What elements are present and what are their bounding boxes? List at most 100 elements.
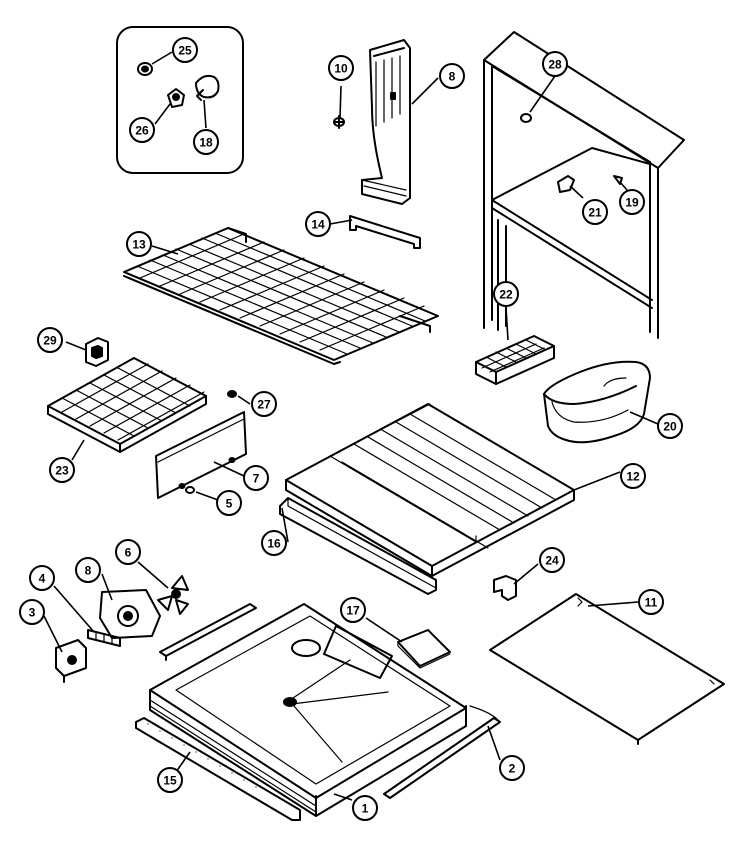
callout-circle	[49, 457, 75, 483]
wire-shelf	[123, 227, 439, 365]
callout-16: 16	[261, 530, 287, 556]
callout-20: 20	[657, 413, 683, 439]
motor-part	[55, 639, 87, 683]
callout-11: 11	[638, 589, 664, 615]
callout-circle	[620, 463, 646, 489]
right-side-rail	[383, 705, 501, 799]
callout-23: 23	[49, 457, 75, 483]
callout-circle	[126, 231, 152, 257]
callout-19: 19	[619, 189, 645, 215]
callout-number: 27	[257, 398, 271, 412]
callout-22: 22	[493, 281, 519, 307]
callout-circle	[352, 795, 378, 821]
drain-cover-plate	[397, 629, 451, 669]
shelf-trim	[279, 497, 437, 595]
callout-number: 10	[334, 62, 348, 76]
leader-lines	[43, 51, 659, 801]
flat-panel	[489, 593, 725, 745]
callout-number: 21	[588, 206, 602, 220]
callout-8: 8	[75, 557, 101, 583]
callout-number: 4	[39, 572, 46, 586]
callout-circle	[542, 51, 568, 77]
callout-3: 3	[19, 599, 45, 625]
callout-number: 22	[499, 288, 513, 302]
fan-blade	[157, 575, 189, 615]
callout-circle	[216, 490, 242, 516]
motor-mount	[87, 629, 121, 647]
callout-26: 26	[129, 117, 155, 143]
callout-circle	[499, 755, 525, 781]
callout-15: 15	[157, 767, 183, 793]
callout-27: 27	[251, 391, 277, 417]
callout-17: 17	[340, 597, 366, 623]
inset-box-small-parts	[116, 26, 244, 174]
callout-number: 17	[346, 604, 360, 618]
callout-circle	[251, 391, 277, 417]
small-bracket-part	[493, 575, 517, 601]
callout-6: 6	[115, 539, 141, 565]
callout-circle	[439, 63, 465, 89]
screw-part	[333, 115, 345, 129]
callout-circle	[157, 767, 183, 793]
callout-number: 11	[645, 596, 658, 610]
air-duct-part	[361, 39, 411, 205]
callout-28: 28	[542, 51, 568, 77]
callout-circle	[172, 37, 198, 63]
callout-1: 1	[352, 795, 378, 821]
callout-25: 25	[172, 37, 198, 63]
callout-number: 7	[253, 472, 260, 486]
callout-circle	[19, 599, 45, 625]
callout-circle	[582, 199, 608, 225]
callout-24: 24	[539, 547, 565, 573]
callout-circle	[261, 530, 287, 556]
callout-number: 2	[509, 762, 516, 776]
callout-14: 14	[305, 211, 331, 237]
clip-part	[85, 337, 109, 367]
callout-12: 12	[620, 463, 646, 489]
cover-panel	[155, 411, 247, 499]
callout-13: 13	[126, 231, 152, 257]
callout-number: 14	[311, 218, 325, 232]
bracket-part	[349, 215, 421, 249]
callout-number: 1	[362, 802, 369, 816]
callout-circle	[37, 327, 63, 353]
callout-circle	[29, 565, 55, 591]
callout-number: 8	[449, 70, 456, 84]
callout-number: 28	[548, 58, 562, 72]
callout-number: 3	[29, 606, 36, 620]
callout-circle	[305, 211, 331, 237]
callout-4: 4	[29, 565, 55, 591]
callout-number: 23	[55, 464, 69, 478]
callout-circle	[328, 55, 354, 81]
callout-number: 15	[163, 774, 177, 788]
callout-5: 5	[216, 490, 242, 516]
glass-shelf	[285, 403, 575, 577]
freezer-shelf-grid	[47, 357, 207, 453]
callout-number: 5	[226, 497, 233, 511]
callout-circle	[657, 413, 683, 439]
callout-29: 29	[37, 327, 63, 353]
ice-bin	[543, 360, 651, 444]
callout-number: 25	[178, 44, 192, 58]
callout-circle	[75, 557, 101, 583]
callout-number: 13	[132, 238, 146, 252]
liner-base	[149, 603, 467, 817]
callout-number: 8	[85, 564, 92, 578]
front-trim	[135, 717, 301, 821]
callout-18: 18	[193, 129, 219, 155]
callout-8: 8	[439, 63, 465, 89]
callout-number: 18	[199, 136, 213, 150]
callout-number: 6	[125, 546, 132, 560]
callout-number: 16	[267, 537, 281, 551]
callout-circle	[115, 539, 141, 565]
fan-shroud	[99, 589, 161, 639]
callout-2: 2	[499, 755, 525, 781]
callout-circle	[638, 589, 664, 615]
callout-circle	[539, 547, 565, 573]
callout-10: 10	[328, 55, 354, 81]
callout-number: 26	[135, 124, 149, 138]
small-screw-part	[185, 486, 195, 494]
callout-number: 12	[626, 470, 640, 484]
